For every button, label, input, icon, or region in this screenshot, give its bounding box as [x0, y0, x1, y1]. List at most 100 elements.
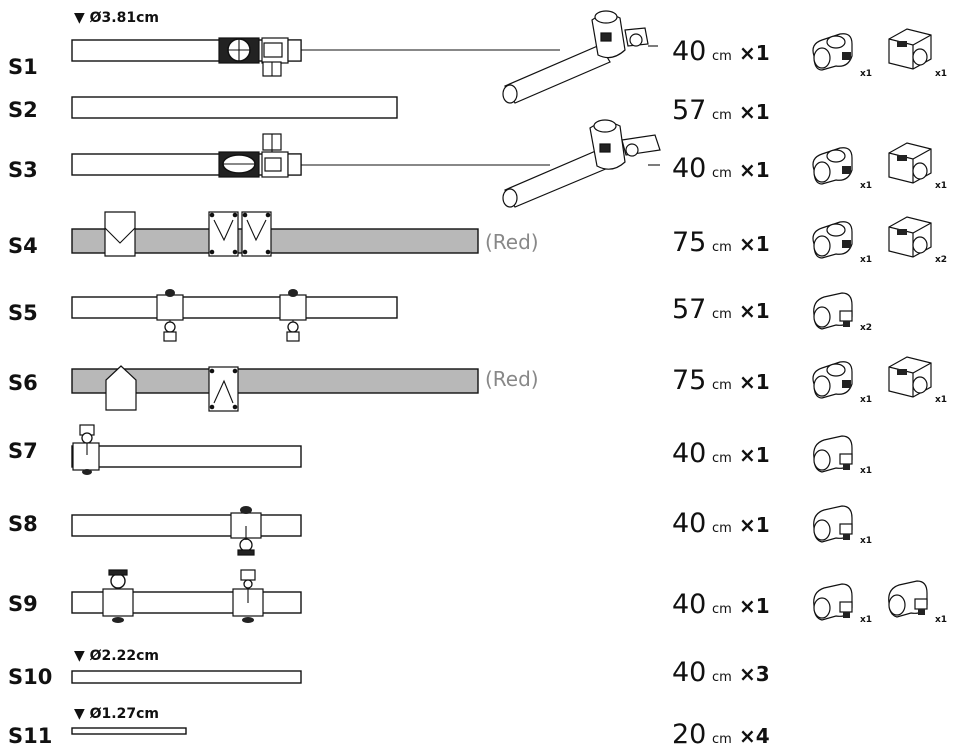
fitting-count: x2: [860, 323, 872, 333]
assembly-detail-s3: [502, 119, 661, 208]
row-spec-s9: 40 cm ×1: [672, 589, 770, 620]
note-s6: (Red): [485, 367, 539, 391]
fitting-count: x1: [860, 536, 872, 546]
length-value: 20: [672, 719, 706, 747]
length-value: 75: [672, 227, 706, 258]
assembly-detail-s1: [502, 10, 658, 104]
fitting-count: x1: [860, 69, 872, 79]
fitting-count: x1: [860, 181, 872, 191]
tube-s10: [71, 670, 302, 684]
tube-s11: [71, 727, 187, 735]
clamp-fitting-icon: [813, 292, 853, 330]
length-unit: cm: [712, 732, 732, 747]
tee-fitting-icon: [812, 361, 853, 399]
length-value: 75: [672, 365, 706, 396]
tube-s4: [71, 211, 479, 257]
row-spec-s1: 40 cm ×1: [672, 36, 770, 67]
length-unit: cm: [712, 451, 732, 466]
note-s4: (Red): [485, 230, 539, 254]
quantity: ×1: [739, 41, 770, 65]
part-id-s7: S7: [8, 439, 38, 463]
row-spec-s8: 40 cm ×1: [672, 508, 770, 539]
fittings-s5: x2: [813, 292, 872, 333]
fittings-s6: x1 x1: [812, 356, 947, 405]
fitting-count: x2: [935, 255, 947, 265]
tube-s6: [71, 365, 479, 412]
fittings-s3: x1 x1: [812, 142, 947, 191]
tube-s8: [71, 506, 302, 556]
clamp-fitting-icon: [888, 580, 928, 618]
length-value: 40: [672, 36, 706, 67]
fitting-count: x1: [935, 181, 947, 191]
row-spec-s6: 75 cm ×1: [672, 365, 770, 396]
length-unit: cm: [712, 49, 732, 64]
part-id-s1: S1: [8, 55, 38, 79]
clamp-fitting-icon: [813, 505, 853, 543]
length-unit: cm: [712, 378, 732, 393]
quantity: ×3: [739, 662, 770, 686]
row-spec-s7: 40 cm ×1: [672, 438, 770, 469]
length-unit: cm: [712, 521, 732, 536]
tee-fitting-icon: [812, 147, 853, 185]
part-id-s2: S2: [8, 98, 38, 122]
tee-fitting-icon: [812, 221, 853, 259]
quantity: ×1: [739, 299, 770, 323]
length-unit: cm: [712, 602, 732, 617]
part-id-s11: S11: [8, 724, 52, 747]
quantity: ×1: [739, 513, 770, 537]
tube-s9: [71, 569, 302, 623]
tee-fitting-icon: [812, 33, 853, 71]
fittings-s7: x1: [813, 435, 872, 476]
diameter-label-medium: ▼ Ø2.22cm: [74, 648, 159, 664]
diameter-label-large: ▼ Ø3.81cm: [74, 10, 159, 26]
length-unit: cm: [712, 240, 732, 255]
clamp-fitting-icon: [813, 435, 853, 473]
fittings-s1: x1 x1: [812, 28, 947, 79]
fittings-s4: x1 x2: [812, 216, 947, 265]
length-unit: cm: [712, 307, 732, 322]
quantity: ×4: [739, 724, 770, 747]
box-fitting-icon: [888, 142, 932, 184]
fitting-count: x1: [860, 466, 872, 476]
box-fitting-icon: [888, 216, 932, 258]
tube-s2: [71, 96, 398, 119]
fitting-count: x1: [860, 615, 872, 625]
tube-s5: [71, 289, 398, 342]
row-spec-s5: 57 cm ×1: [672, 294, 770, 325]
length-value: 40: [672, 438, 706, 469]
fitting-count: x1: [860, 255, 872, 265]
diameter-label-small: ▼ Ø1.27cm: [74, 706, 159, 722]
length-value: 40: [672, 589, 706, 620]
row-spec-s11: 20 cm ×4: [672, 719, 770, 747]
length-unit: cm: [712, 108, 732, 123]
quantity: ×1: [739, 443, 770, 467]
part-id-s5: S5: [8, 301, 38, 325]
length-unit: cm: [712, 670, 732, 685]
fitting-count: x1: [860, 395, 872, 405]
length-value: 57: [672, 294, 706, 325]
fitting-count: x1: [935, 395, 947, 405]
row-spec-s4: 75 cm ×1: [672, 227, 770, 258]
row-spec-s3: 40 cm ×1: [672, 153, 770, 184]
fittings-s9: x1 x1: [813, 580, 947, 625]
length-value: 57: [672, 95, 706, 126]
tube-s1: [71, 37, 560, 77]
fittings-s8: x1: [813, 505, 872, 546]
part-id-s4: S4: [8, 234, 38, 258]
clamp-fitting-icon: [813, 583, 853, 621]
tube-s3: [71, 133, 550, 178]
part-id-s9: S9: [8, 592, 38, 616]
length-unit: cm: [712, 166, 732, 181]
part-id-s6: S6: [8, 371, 38, 395]
part-id-s3: S3: [8, 158, 38, 182]
quantity: ×1: [739, 100, 770, 124]
quantity: ×1: [739, 158, 770, 182]
fitting-count: x1: [935, 615, 947, 625]
length-value: 40: [672, 657, 706, 688]
part-id-s8: S8: [8, 512, 38, 536]
tube-s7: [71, 424, 302, 475]
length-value: 40: [672, 153, 706, 184]
quantity: ×1: [739, 370, 770, 394]
length-value: 40: [672, 508, 706, 539]
